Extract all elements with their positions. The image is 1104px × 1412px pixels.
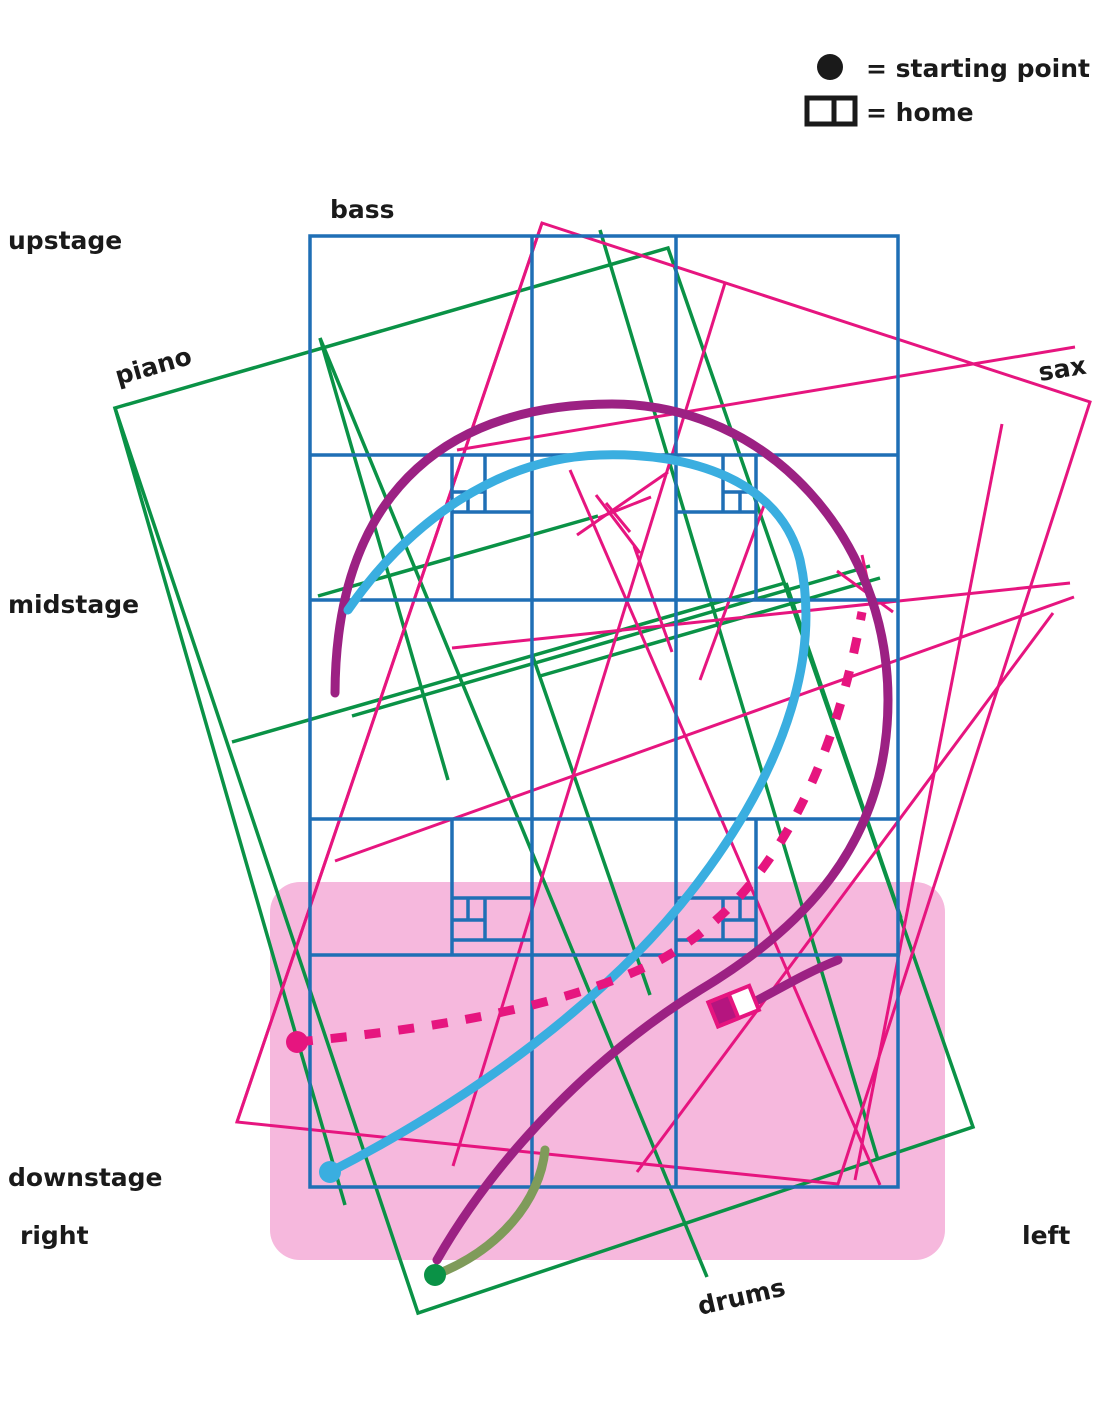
instrument-label-piano: piano	[112, 341, 195, 390]
piano-starting-point-marker	[424, 1264, 446, 1286]
drums-home-marker	[705, 983, 762, 1030]
bass-path	[325, 450, 811, 1177]
instrument-label-bass: bass	[330, 195, 395, 224]
sax-starting-point-marker	[286, 1031, 308, 1053]
home-icon	[804, 95, 858, 127]
label-downstage: downstage	[8, 1163, 163, 1192]
instrument-label-drums: drums	[695, 1273, 788, 1321]
bass-starting-point-marker	[319, 1161, 341, 1183]
label-upstage: upstage	[8, 226, 122, 255]
starting-point-icon	[817, 54, 843, 80]
sax-path-dashed	[296, 611, 867, 1047]
instrument-label-sax: sax	[1036, 351, 1088, 387]
label-midstage: midstage	[8, 590, 139, 619]
label-right: right	[20, 1221, 89, 1250]
piano-path-near	[430, 1145, 550, 1280]
downstage-highlight-region	[270, 882, 945, 1260]
legend-starting-point-label: = starting point	[866, 54, 1090, 83]
legend-home-label: = home	[866, 98, 974, 127]
sax-golden-rectangle	[234, 221, 1092, 1186]
legend: = starting point = home	[804, 54, 1090, 127]
label-left: left	[1022, 1221, 1070, 1250]
drums-path	[330, 399, 893, 1265]
